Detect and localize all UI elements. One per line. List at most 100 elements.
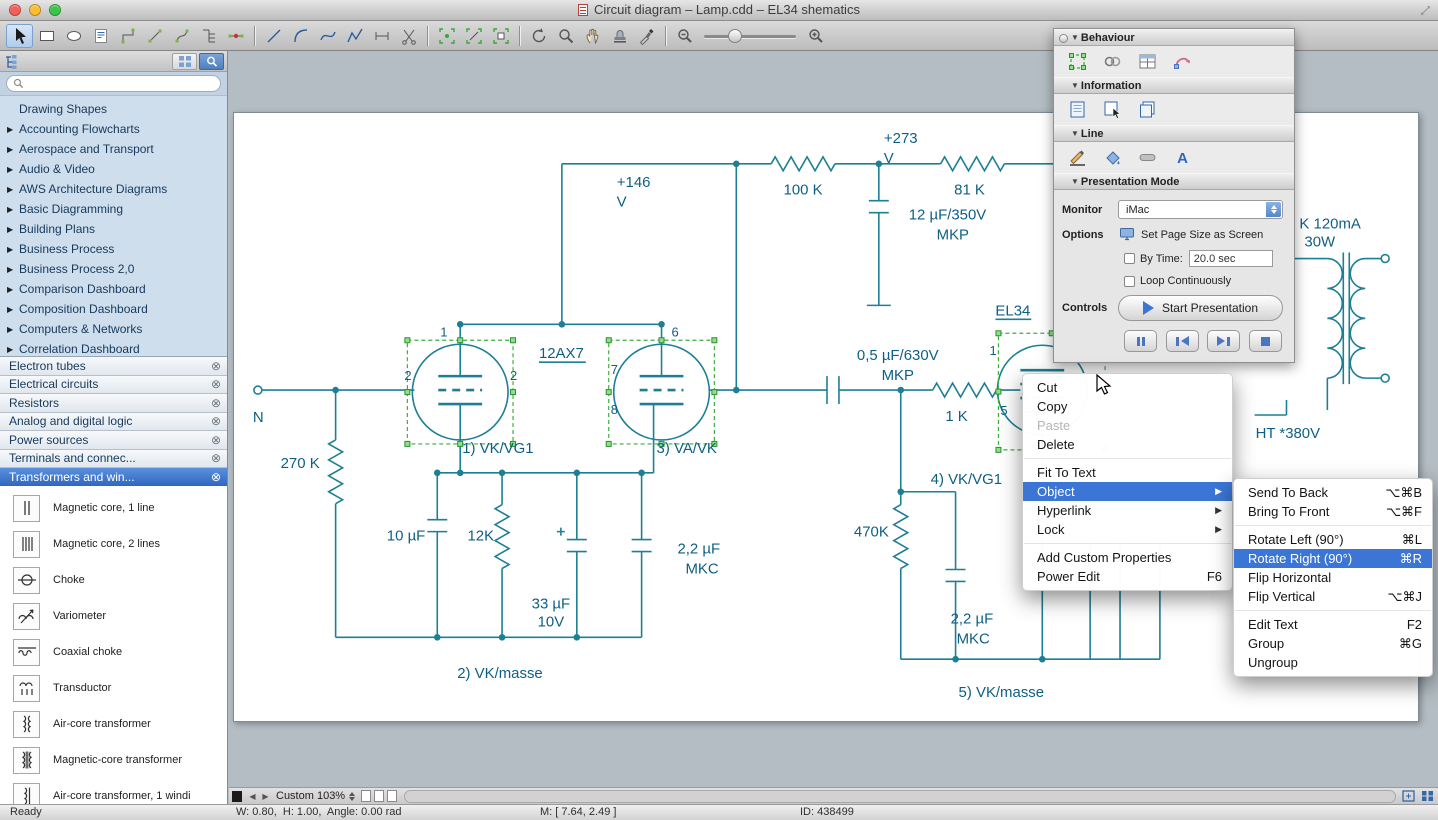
panel-close-button[interactable] (1059, 34, 1068, 43)
fill-color-button[interactable] (1100, 146, 1124, 168)
line-color-button[interactable] (1065, 146, 1089, 168)
menu-item-bring-to-front[interactable]: Bring To Front⌥⌘F (1248, 503, 1422, 520)
elbow-connector-tool[interactable] (114, 24, 141, 48)
capacitor-0.5uf[interactable] (709, 376, 933, 405)
polyline-tool[interactable] (341, 24, 368, 48)
shape-magnetic-core-2-lines[interactable]: Magnetic core, 2 lines (0, 526, 227, 562)
disclosure-icon[interactable]: ▶ (7, 164, 14, 174)
sidebar-item-business-process[interactable]: ▶Business Process (0, 239, 227, 259)
minimize-button[interactable] (29, 4, 41, 16)
zoom-out-button[interactable] (671, 24, 698, 48)
capacitor-33uf[interactable] (556, 472, 587, 638)
menu-item-send-to-back[interactable]: Send To Back⌥⌘B (1248, 484, 1422, 501)
marquee-behaviour-button[interactable] (1065, 50, 1089, 72)
close-library-icon[interactable]: ⊗ (210, 414, 221, 429)
search-box[interactable] (6, 75, 221, 92)
direct-connector-tool[interactable] (141, 24, 168, 48)
sidebar-item-business-process-20[interactable]: ▶Business Process 2,0 (0, 259, 227, 279)
arc-tool[interactable] (287, 24, 314, 48)
document-info-button[interactable] (1065, 98, 1089, 120)
disclosure-icon[interactable]: ▶ (7, 144, 14, 154)
circuit-labels[interactable]: +273 V +146 V 100 K 81 K 12 µF/350V MKP … (253, 130, 1361, 701)
monitor-select[interactable]: iMac (1118, 200, 1283, 219)
text-block-tool[interactable] (87, 24, 114, 48)
resistor-270k[interactable] (327, 439, 345, 505)
output-transformer[interactable] (1326, 252, 1390, 411)
action-behaviour-button[interactable] (1170, 50, 1194, 72)
sidebar-item-drawing-shapes[interactable]: Drawing Shapes (0, 99, 227, 119)
pan-tool[interactable] (579, 24, 606, 48)
zoom-slider[interactable] (704, 28, 796, 43)
tree-view-icon[interactable] (3, 53, 20, 70)
chain-connector-tool[interactable] (222, 24, 249, 48)
open-library-terminals[interactable]: Terminals and connec...⊗ (0, 449, 227, 468)
open-library-power-sources[interactable]: Power sources⊗ (0, 431, 227, 450)
page-icon[interactable] (361, 790, 372, 802)
table-behaviour-button[interactable] (1135, 50, 1159, 72)
disclosure-icon[interactable]: ▶ (7, 324, 14, 334)
previous-slide-button[interactable] (1165, 330, 1199, 352)
open-library-analog-digital-logic[interactable]: Analog and digital logic⊗ (0, 412, 227, 431)
capacitor-2.2uf-a[interactable] (631, 472, 652, 638)
open-library-resistors[interactable]: Resistors⊗ (0, 394, 227, 413)
disclosure-icon[interactable]: ▶ (7, 124, 14, 134)
menu-item-add-custom-properties[interactable]: Add Custom Properties (1037, 550, 1172, 565)
section-line[interactable]: ▼ Line (1054, 125, 1294, 142)
disclosure-icon[interactable]: ▶ (7, 224, 14, 234)
copies-info-button[interactable] (1135, 98, 1159, 120)
shape-choke[interactable]: Choke (0, 562, 227, 598)
disclosure-icon[interactable]: ▶ (7, 344, 14, 354)
grid-view-button[interactable] (172, 52, 197, 70)
close-library-icon[interactable]: ⊗ (210, 358, 221, 373)
link-behaviour-button[interactable] (1100, 50, 1124, 72)
menu-item-object[interactable]: Object▶ (1023, 482, 1232, 501)
scroll-right-button[interactable]: ▶ (262, 791, 269, 801)
menu-item-group[interactable]: Group⌘G (1248, 635, 1422, 652)
sidebar-item-computers-networks[interactable]: ▶Computers & Networks (0, 319, 227, 339)
snap-point-tool[interactable] (433, 24, 460, 48)
zoom-in-button[interactable] (802, 24, 829, 48)
disclosure-icon[interactable]: ▶ (7, 184, 14, 194)
menu-item-cut[interactable]: Cut (1037, 380, 1058, 395)
eyedropper-tool[interactable] (633, 24, 660, 48)
menu-item-hyperlink[interactable]: Hyperlink▶ (1037, 503, 1222, 518)
by-time-input[interactable] (1188, 250, 1273, 267)
section-presentation-mode[interactable]: ▼ Presentation Mode (1054, 173, 1294, 190)
library-search-input[interactable] (28, 77, 214, 90)
close-library-icon[interactable]: ⊗ (210, 395, 221, 410)
zoom-stepper[interactable] (349, 791, 356, 801)
sidebar-item-building-plans[interactable]: ▶Building Plans (0, 219, 227, 239)
open-library-transformers[interactable]: Transformers and win...⊗ (0, 468, 227, 486)
zoom-level-select[interactable]: Custom 103% (276, 790, 356, 802)
resistor-81k[interactable] (939, 155, 1006, 173)
zoom-slider-knob[interactable] (728, 28, 742, 43)
sidebar-item-audio-video[interactable]: ▶Audio & Video (0, 159, 227, 179)
shape-magnetic-core-transformer[interactable]: Magnetic-core transformer (0, 742, 227, 778)
horizontal-scrollbar[interactable] (404, 789, 1396, 803)
ellipse-tool[interactable] (60, 24, 87, 48)
dimension-tool[interactable] (368, 24, 395, 48)
resize-icon[interactable] (1419, 4, 1432, 17)
pause-button[interactable] (1124, 330, 1157, 352)
page-icon[interactable] (387, 790, 398, 802)
curved-connector-tool[interactable] (168, 24, 195, 48)
menu-item-flip-vertical[interactable]: Flip Vertical⌥⌘J (1248, 588, 1422, 605)
shape-magnetic-core-1-line[interactable]: Magnetic core, 1 line (0, 490, 227, 526)
shape-air-core-transformer-1-winding[interactable]: Air-core transformer, 1 windi (0, 778, 227, 804)
zoom-button[interactable] (49, 4, 61, 16)
menu-item-ungroup[interactable]: Ungroup (1248, 655, 1298, 670)
tree-connector-tool[interactable] (195, 24, 222, 48)
section-information[interactable]: ▼ Information (1054, 77, 1294, 94)
menu-item-lock[interactable]: Lock▶ (1037, 522, 1222, 537)
sidebar-item-accounting-flowcharts[interactable]: ▶Accounting Flowcharts (0, 119, 227, 139)
close-library-icon[interactable]: ⊗ (210, 451, 221, 466)
menu-item-fit-to-text[interactable]: Fit To Text (1037, 465, 1096, 480)
close-library-icon[interactable]: ⊗ (210, 469, 221, 484)
rotate-tool[interactable] (525, 24, 552, 48)
snap-line-tool[interactable] (460, 24, 487, 48)
shape-transductor[interactable]: Transductor (0, 670, 227, 706)
disclosure-icon[interactable]: ▶ (7, 244, 14, 254)
shape-air-core-transformer[interactable]: Air-core transformer (0, 706, 227, 742)
